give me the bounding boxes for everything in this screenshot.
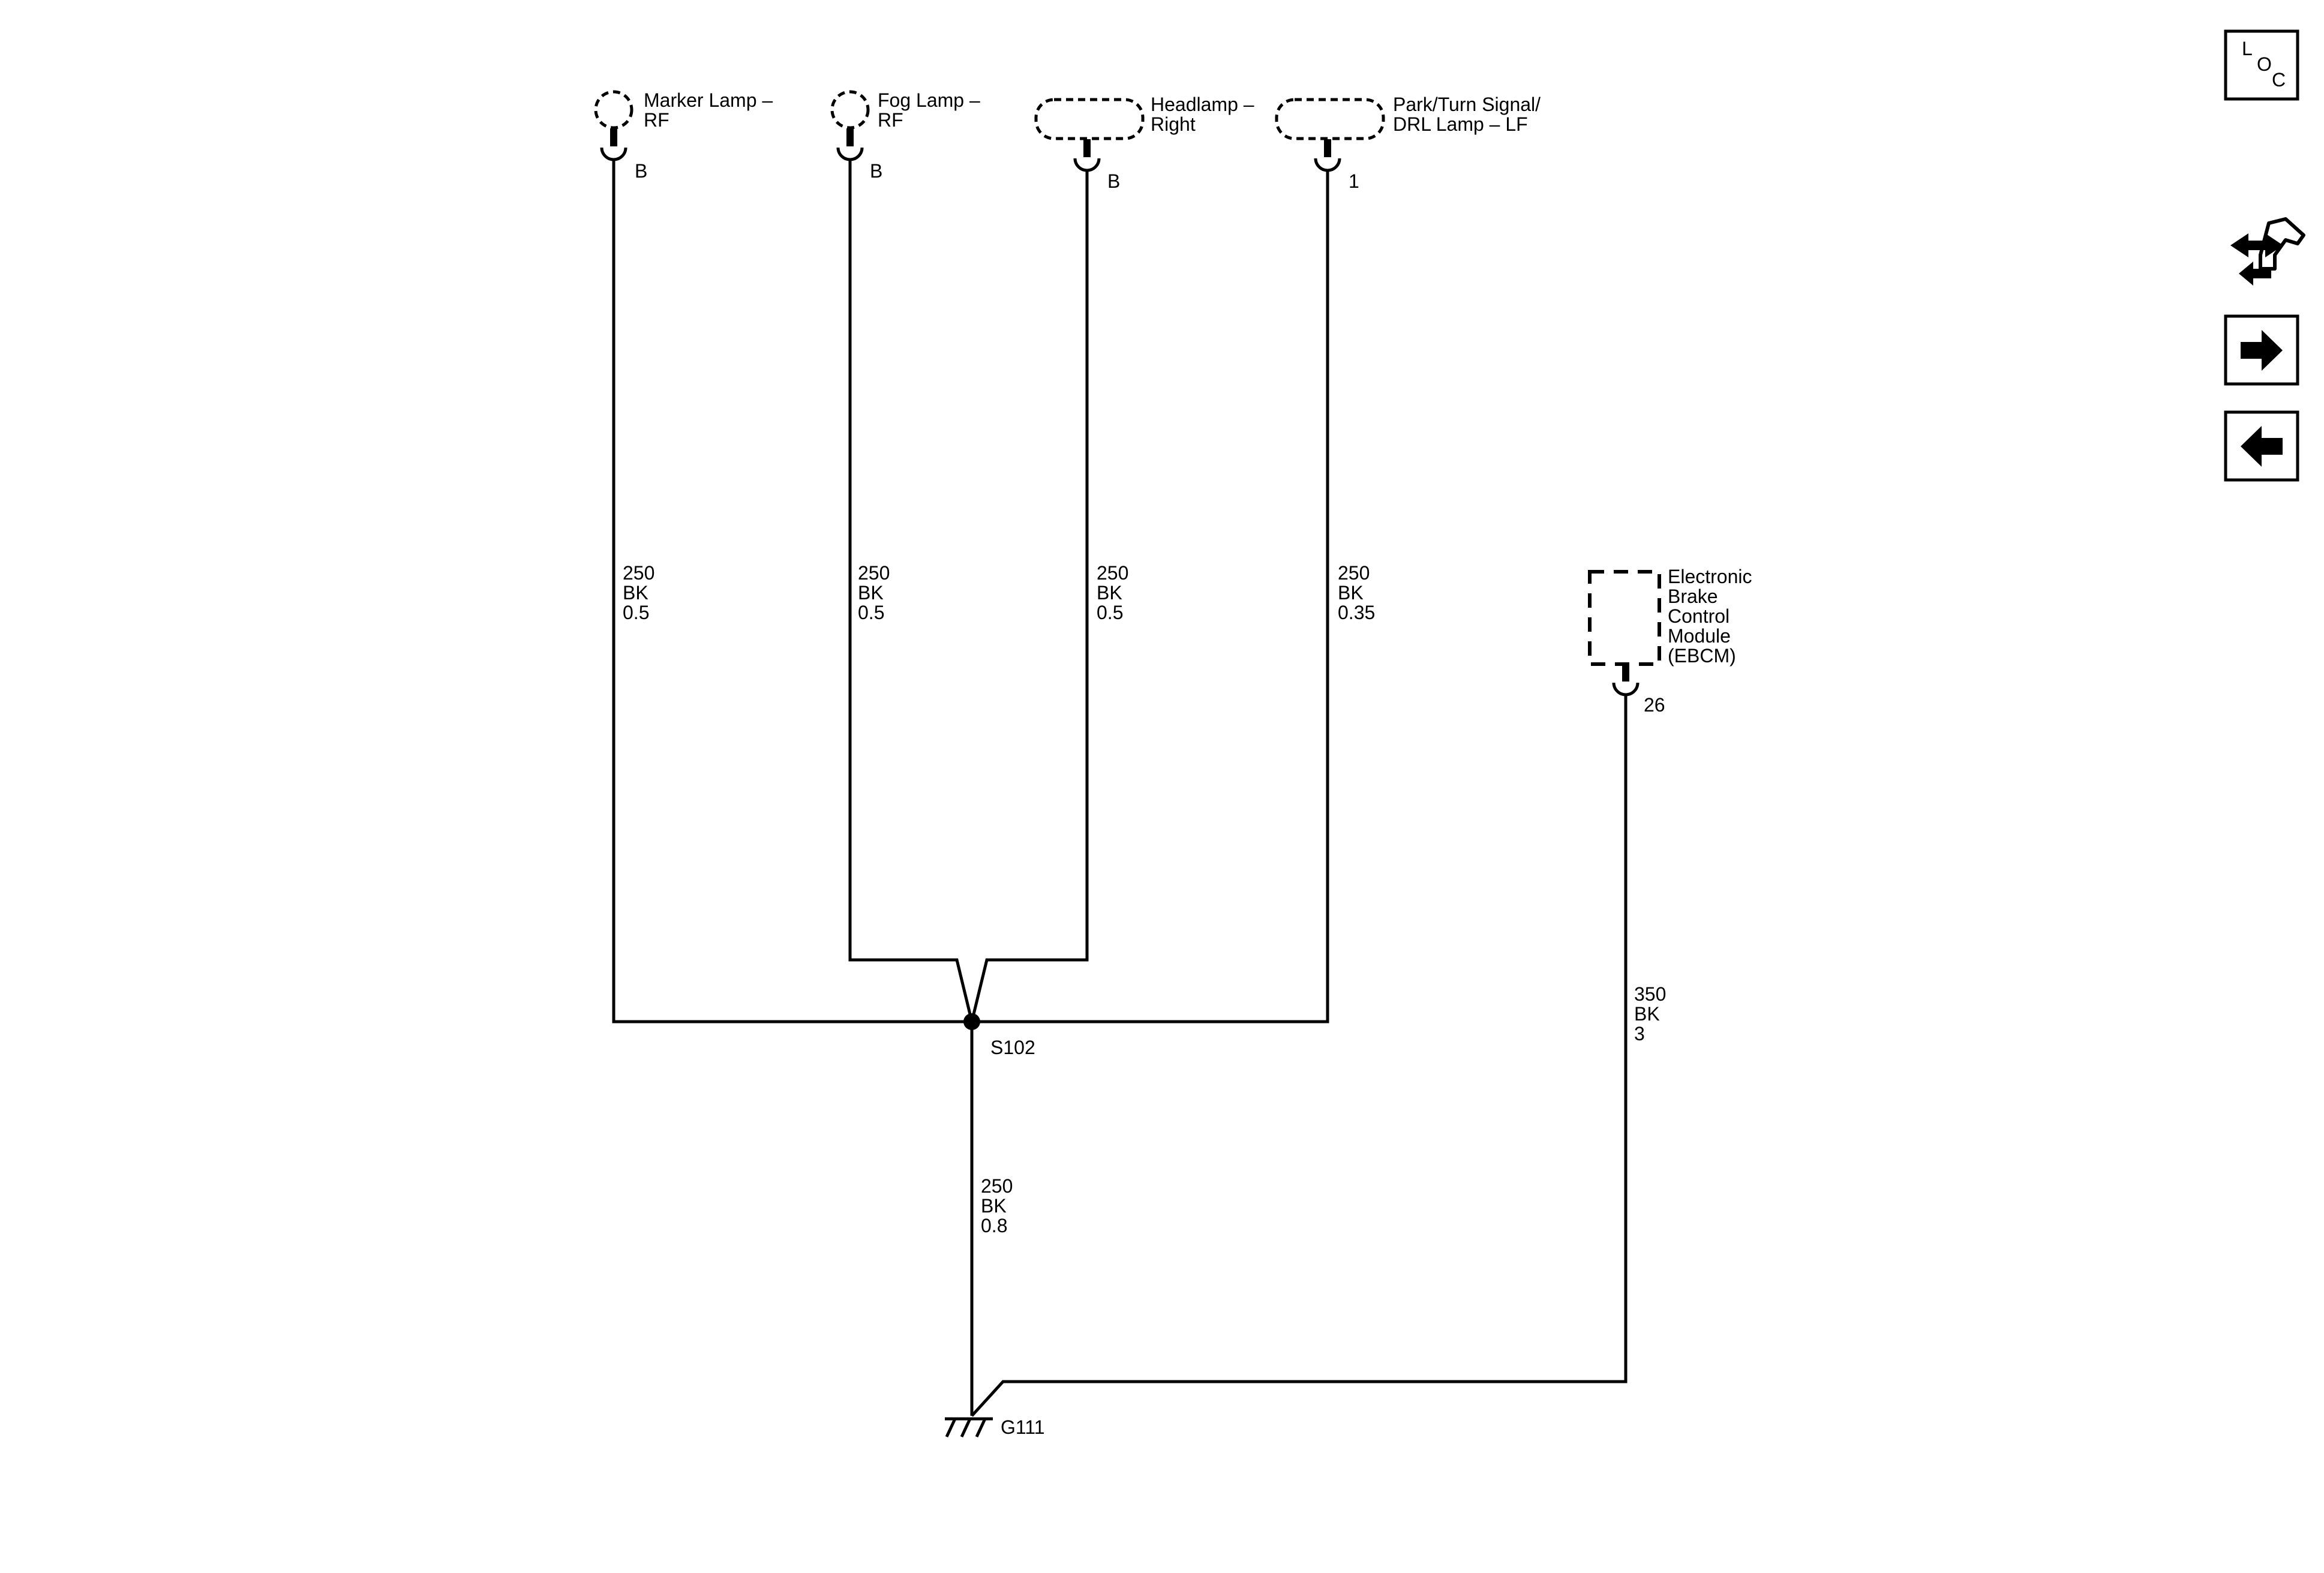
next-arrow-icon [2241, 330, 2283, 371]
ground-g111 [945, 1417, 993, 1438]
ebcm-label-line-5: (EBCM) [1668, 645, 1736, 667]
wire-ground-color: BK [981, 1195, 1007, 1217]
ebcm-label-line-1: Electronic [1668, 566, 1752, 587]
wire-park-circuit: 250 [1338, 562, 1370, 584]
marker-lamp-label-2: RF [644, 109, 669, 131]
fog-lamp-rf: Fog Lamp – RF B [830, 89, 980, 182]
wire-headlamp-color: BK [1097, 582, 1122, 604]
prev-arrow-icon [2241, 426, 2283, 467]
wire-ebcm-size: 3 [1634, 1023, 1645, 1044]
loc-letter-c: C [2272, 69, 2286, 91]
wire-label-ground: 250 BK 0.8 [981, 1175, 1013, 1236]
prev-page-button[interactable] [2224, 410, 2299, 482]
headlamp-label-2: Right [1151, 113, 1196, 135]
wire-ground-circuit: 250 [981, 1175, 1013, 1197]
wire-park [972, 170, 1329, 1023]
wire-label-park: 250 BK 0.35 [1338, 562, 1375, 623]
wire-headlamp-size: 0.5 [1097, 602, 1123, 623]
ebcm-pin: 26 [1644, 694, 1665, 716]
ebcm-label-line-4: Module [1668, 625, 1731, 647]
wire-fog-circuit: 250 [858, 562, 890, 584]
headlamp-pin: B [1107, 170, 1120, 192]
wire-fog [848, 160, 974, 1022]
splice-label: S102 [990, 1037, 1035, 1058]
loc-letter-l: L [2242, 38, 2253, 59]
ebcm-label-line-2: Brake [1668, 586, 1718, 607]
fog-lamp-label: Fog Lamp – [878, 89, 980, 111]
wire-marker-circuit: 250 [623, 562, 654, 584]
wire-marker-size: 0.5 [623, 602, 649, 623]
wire-label-ebcm: 350 BK 3 [1634, 983, 1666, 1044]
wire-ebcm-circuit: 350 [1634, 983, 1666, 1005]
park-turn-drl-lamp-lf: Park/Turn Signal/ DRL Lamp – LF 1 [1275, 94, 1541, 192]
ebcm-label-line-3: Control [1668, 605, 1730, 627]
wire-headlamp-circuit: 250 [1097, 562, 1128, 584]
park-pin: 1 [1349, 170, 1359, 192]
park-turn-label-2: DRL Lamp – LF [1393, 113, 1528, 135]
wire-headlamp [970, 170, 1089, 1022]
wire-fog-size: 0.5 [858, 602, 884, 623]
harness-connector-icon[interactable] [2230, 217, 2305, 286]
fog-pin: B [870, 160, 882, 182]
splice-s102 [963, 1013, 980, 1030]
headlamp-right: Headlamp – Right B [1034, 94, 1254, 192]
wire-park-size: 0.35 [1338, 602, 1375, 623]
ebcm-module: Electronic Brake Control Module (EBCM) 2… [1588, 566, 1752, 716]
loc-button[interactable]: L O C [2224, 29, 2299, 101]
headlamp-label: Headlamp – [1151, 94, 1254, 115]
wire-fog-color: BK [858, 582, 884, 604]
marker-pin: B [635, 160, 647, 182]
wire-marker [612, 160, 972, 1023]
wire-marker-color: BK [623, 582, 648, 604]
ground-label: G111 [1001, 1416, 1045, 1438]
marker-lamp-rf: Marker Lamp – RF B [594, 89, 773, 182]
wire-ground-size: 0.8 [981, 1215, 1007, 1236]
fog-lamp-label-2: RF [878, 109, 903, 131]
loc-letter-o: O [2257, 53, 2272, 75]
wire-label-marker: 250 BK 0.5 [623, 562, 654, 623]
park-turn-label: Park/Turn Signal/ [1393, 94, 1541, 115]
wire-park-color: BK [1338, 582, 1364, 604]
wire-label-fog: 250 BK 0.5 [858, 562, 890, 623]
wire-label-headlamp: 250 BK 0.5 [1097, 562, 1128, 623]
next-page-button[interactable] [2224, 314, 2299, 386]
wire-ebcm-color: BK [1634, 1003, 1660, 1025]
wires [612, 160, 1628, 1417]
marker-lamp-label: Marker Lamp – [644, 89, 773, 111]
wire-ebcm [971, 695, 1628, 1417]
